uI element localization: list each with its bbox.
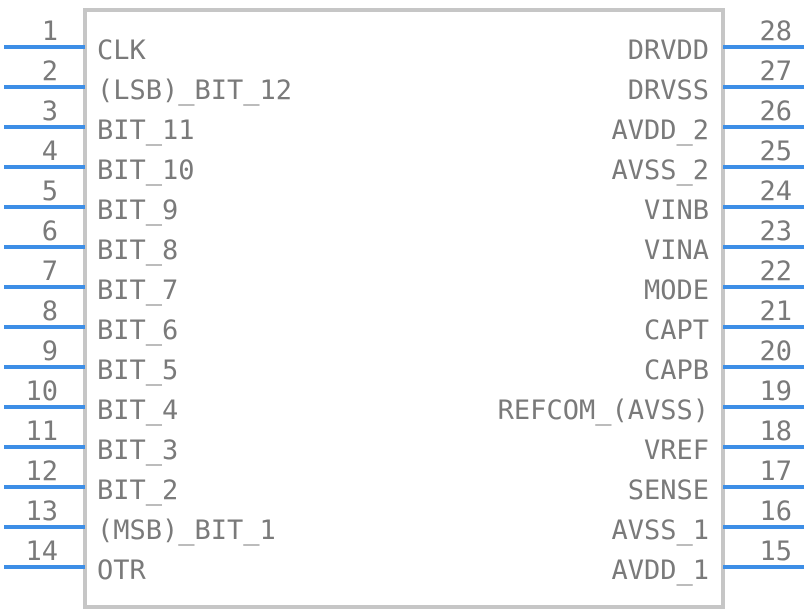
pin-label-27: DRVSS [628,75,709,106]
pin-number-24: 24 [759,176,792,207]
pin-label-6: BIT_8 [97,235,178,266]
pin-label-9: BIT_5 [97,355,178,386]
ic-body [83,8,725,609]
pin-label-10: BIT_4 [97,395,178,426]
pin-number-13: 13 [25,496,58,527]
pin-label-12: BIT_2 [97,475,178,506]
pin-number-20: 20 [759,336,792,367]
pin-number-28: 28 [759,16,792,47]
pin-label-7: BIT_7 [97,275,178,306]
pin-label-22: MODE [644,275,709,306]
pin-number-2: 2 [42,56,58,87]
pin-number-18: 18 [759,416,792,447]
pin-number-10: 10 [25,376,58,407]
pin-label-14: OTR [97,555,147,586]
pin-label-25: AVSS_2 [611,155,709,186]
pin-label-5: BIT_9 [97,195,178,226]
pin-label-17: SENSE [628,475,709,506]
pin-number-22: 22 [759,256,792,287]
pin-label-4: BIT_10 [97,155,195,186]
pin-label-21: CAPT [644,315,709,346]
pin-label-20: CAPB [644,355,709,386]
pin-number-26: 26 [759,96,792,127]
pin-number-17: 17 [759,456,792,487]
pin-number-4: 4 [42,136,58,167]
pin-label-26: AVDD_2 [611,115,709,146]
pin-number-6: 6 [42,216,58,247]
pin-number-16: 16 [759,496,792,527]
pin-number-27: 27 [759,56,792,87]
pin-label-19: REFCOM_(AVSS) [498,395,709,426]
pin-label-16: AVSS_1 [611,515,709,546]
pin-label-15: AVDD_1 [611,555,709,586]
pin-label-18: VREF [644,435,709,466]
pin-label-23: VINA [644,235,709,266]
pin-label-24: VINB [644,195,709,226]
pin-label-2: (LSB)_BIT_12 [97,75,292,106]
pin-label-3: BIT_11 [97,115,195,146]
pin-number-3: 3 [42,96,58,127]
pin-label-28: DRVDD [628,35,709,66]
pin-number-9: 9 [42,336,58,367]
pin-number-8: 8 [42,296,58,327]
pin-number-14: 14 [25,536,58,567]
pin-label-8: BIT_6 [97,315,178,346]
pin-number-1: 1 [42,16,58,47]
pin-number-25: 25 [759,136,792,167]
pin-number-19: 19 [759,376,792,407]
pin-number-11: 11 [25,416,58,447]
pin-number-5: 5 [42,176,58,207]
pin-number-7: 7 [42,256,58,287]
pin-number-15: 15 [759,536,792,567]
pin-label-1: CLK [97,35,147,66]
pin-label-13: (MSB)_BIT_1 [97,515,276,546]
pin-label-11: BIT_3 [97,435,178,466]
pin-number-21: 21 [759,296,792,327]
pin-number-23: 23 [759,216,792,247]
pin-number-12: 12 [25,456,58,487]
